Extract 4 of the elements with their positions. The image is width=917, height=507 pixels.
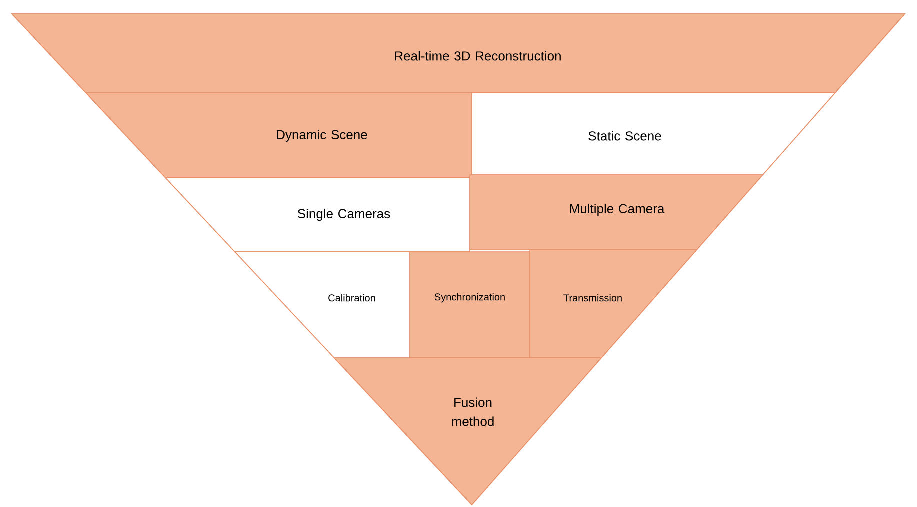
band-segment: Transmission (530, 250, 698, 358)
band-segment: Synchronization (410, 252, 530, 358)
band-segment: Static Scene (472, 92, 836, 176)
band-segment: Multiple Camera (470, 174, 764, 250)
